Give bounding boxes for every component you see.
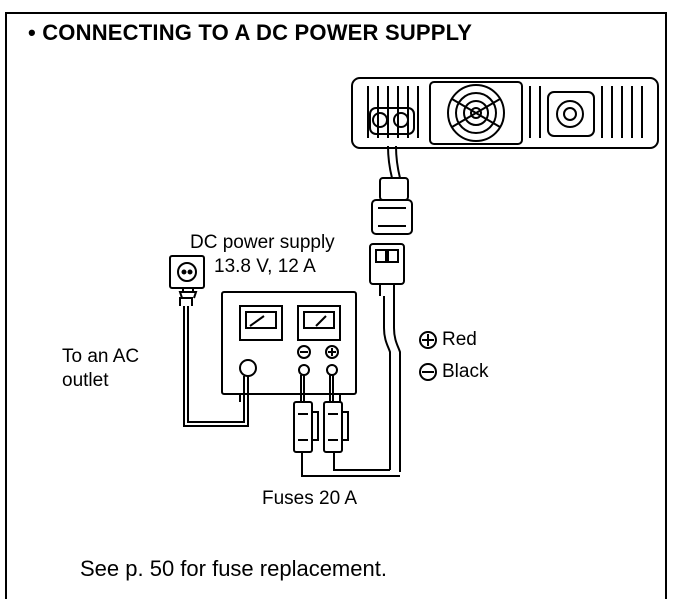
meter-icon <box>297 305 341 341</box>
supply-side-connector <box>369 243 405 285</box>
radio-power-cable <box>387 145 393 179</box>
ac-outlet-label-line2: outlet <box>62 370 109 391</box>
fuse-holder-positive <box>323 401 349 453</box>
power-plug <box>371 199 413 235</box>
transceiver-rear-panel <box>351 77 659 149</box>
legend-black-label: Black <box>442 361 489 382</box>
plus-circle-icon <box>325 345 339 359</box>
dc-power-supply <box>221 291 357 395</box>
fuses-label: Fuses 20 A <box>262 488 358 509</box>
page-frame <box>5 12 667 599</box>
legend-red-label: Red <box>442 329 477 350</box>
meter-icon <box>239 305 283 341</box>
fuse-replacement-note: See p. 50 for fuse replacement. <box>80 556 387 581</box>
ac-outlet-label-line1: To an AC <box>62 346 140 367</box>
positive-terminal <box>326 364 338 376</box>
dc-supply-label-line1: DC power supply <box>190 232 335 253</box>
twin-lead-red <box>383 296 391 470</box>
wall-socket-icon <box>169 255 205 289</box>
fuse-holder-negative <box>293 401 319 453</box>
minus-circle-icon <box>419 363 437 381</box>
minus-circle-icon <box>297 345 311 359</box>
twin-lead-black <box>393 296 401 472</box>
dc-supply-label-line2: 13.8 V, 12 A <box>214 256 316 277</box>
section-title: • CONNECTING TO A DC POWER SUPPLY <box>28 20 473 45</box>
power-switch <box>239 359 257 377</box>
ac-cord <box>183 306 249 427</box>
cable-strain-relief <box>379 177 409 201</box>
negative-terminal <box>298 364 310 376</box>
plus-circle-icon <box>419 331 437 349</box>
ac-plug-icon <box>178 288 198 306</box>
